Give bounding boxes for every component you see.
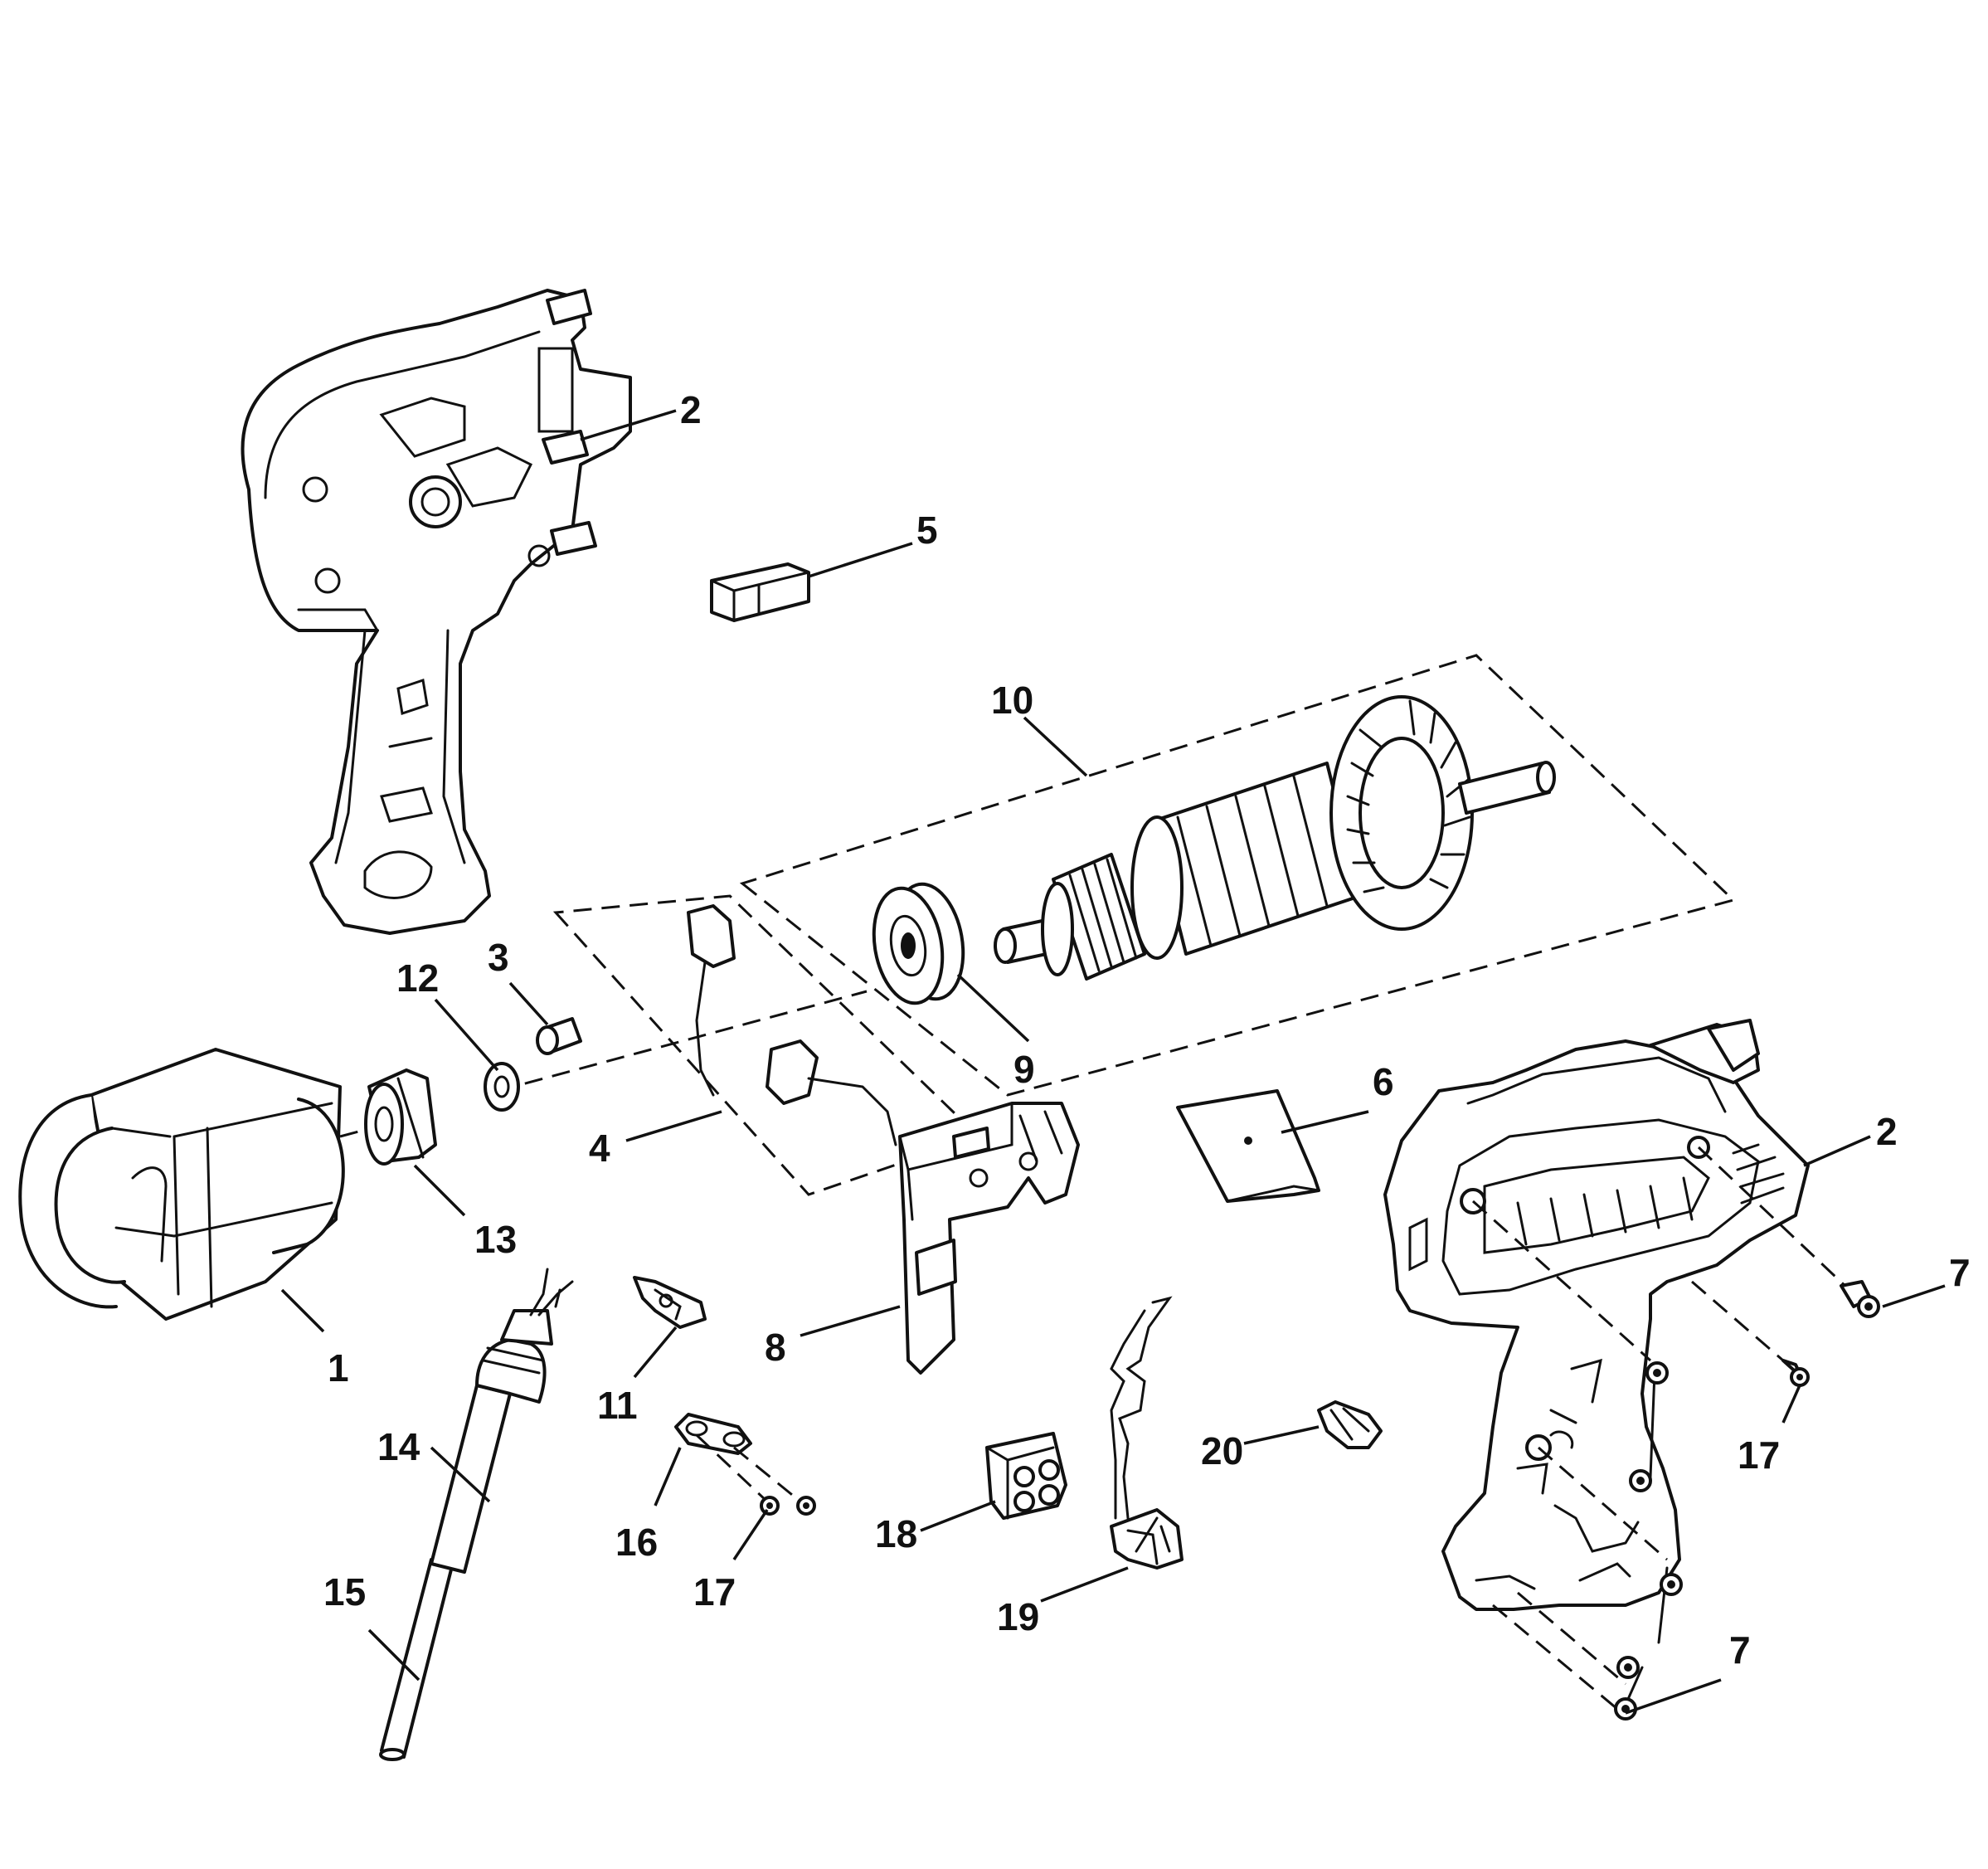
clamp-plate[interactable] — [674, 1413, 752, 1455]
callout-12: 12 — [396, 956, 439, 1000]
callout-2-right: 2 — [1876, 1110, 1898, 1153]
field-stator[interactable] — [18, 1048, 345, 1321]
callout-1: 1 — [328, 1346, 349, 1390]
name-plate[interactable] — [1176, 1089, 1320, 1203]
callout-5: 5 — [916, 509, 938, 552]
callout-9: 9 — [1013, 1048, 1035, 1091]
cord-clamp[interactable] — [633, 1276, 707, 1329]
bearing[interactable] — [865, 879, 971, 1009]
callout-17-right: 17 — [1738, 1433, 1780, 1477]
assembly-axis-line — [497, 990, 868, 1093]
callout-19: 19 — [997, 1595, 1039, 1638]
callout-8: 8 — [765, 1326, 786, 1369]
carbon-brush[interactable] — [710, 562, 810, 622]
callout-4: 4 — [589, 1127, 610, 1170]
clip[interactable] — [1317, 1400, 1383, 1449]
callout-10: 10 — [991, 679, 1033, 722]
washer[interactable] — [484, 1062, 520, 1112]
callout-15: 15 — [323, 1570, 366, 1613]
callout-6: 6 — [1373, 1060, 1394, 1103]
brush-holder-group[interactable] — [552, 894, 981, 1196]
callout-14: 14 — [377, 1425, 420, 1468]
callout-7-bottom: 7 — [1729, 1628, 1751, 1672]
housing-half-left[interactable] — [241, 289, 632, 935]
leader-lines — [280, 409, 1946, 1715]
callout-13: 13 — [474, 1218, 517, 1261]
callout-17-mid: 17 — [693, 1570, 736, 1613]
callout-11: 11 — [597, 1384, 638, 1427]
armature-group[interactable] — [739, 654, 1736, 1097]
callout-numbers: 2 5 10 12 3 9 6 2 4 13 7 8 1 11 20 14 17… — [323, 388, 1971, 1672]
screw-group-17a[interactable] — [695, 1433, 816, 1516]
switch-lever[interactable] — [1110, 1296, 1184, 1570]
power-cord[interactable] — [379, 1268, 574, 1761]
terminal-block[interactable] — [985, 1432, 1067, 1520]
housing-screws[interactable] — [1471, 1146, 1880, 1721]
callout-18: 18 — [875, 1512, 917, 1555]
callout-16: 16 — [615, 1521, 658, 1564]
callout-7-top: 7 — [1949, 1251, 1971, 1294]
rear-bearing[interactable] — [339, 1068, 437, 1166]
spacer[interactable] — [536, 1017, 582, 1055]
housing-half-right[interactable] — [1383, 1019, 1810, 1611]
callout-20: 20 — [1201, 1429, 1243, 1472]
callout-3: 3 — [488, 936, 509, 979]
trigger-switch[interactable] — [898, 1102, 1080, 1375]
callout-2-left: 2 — [680, 388, 702, 431]
